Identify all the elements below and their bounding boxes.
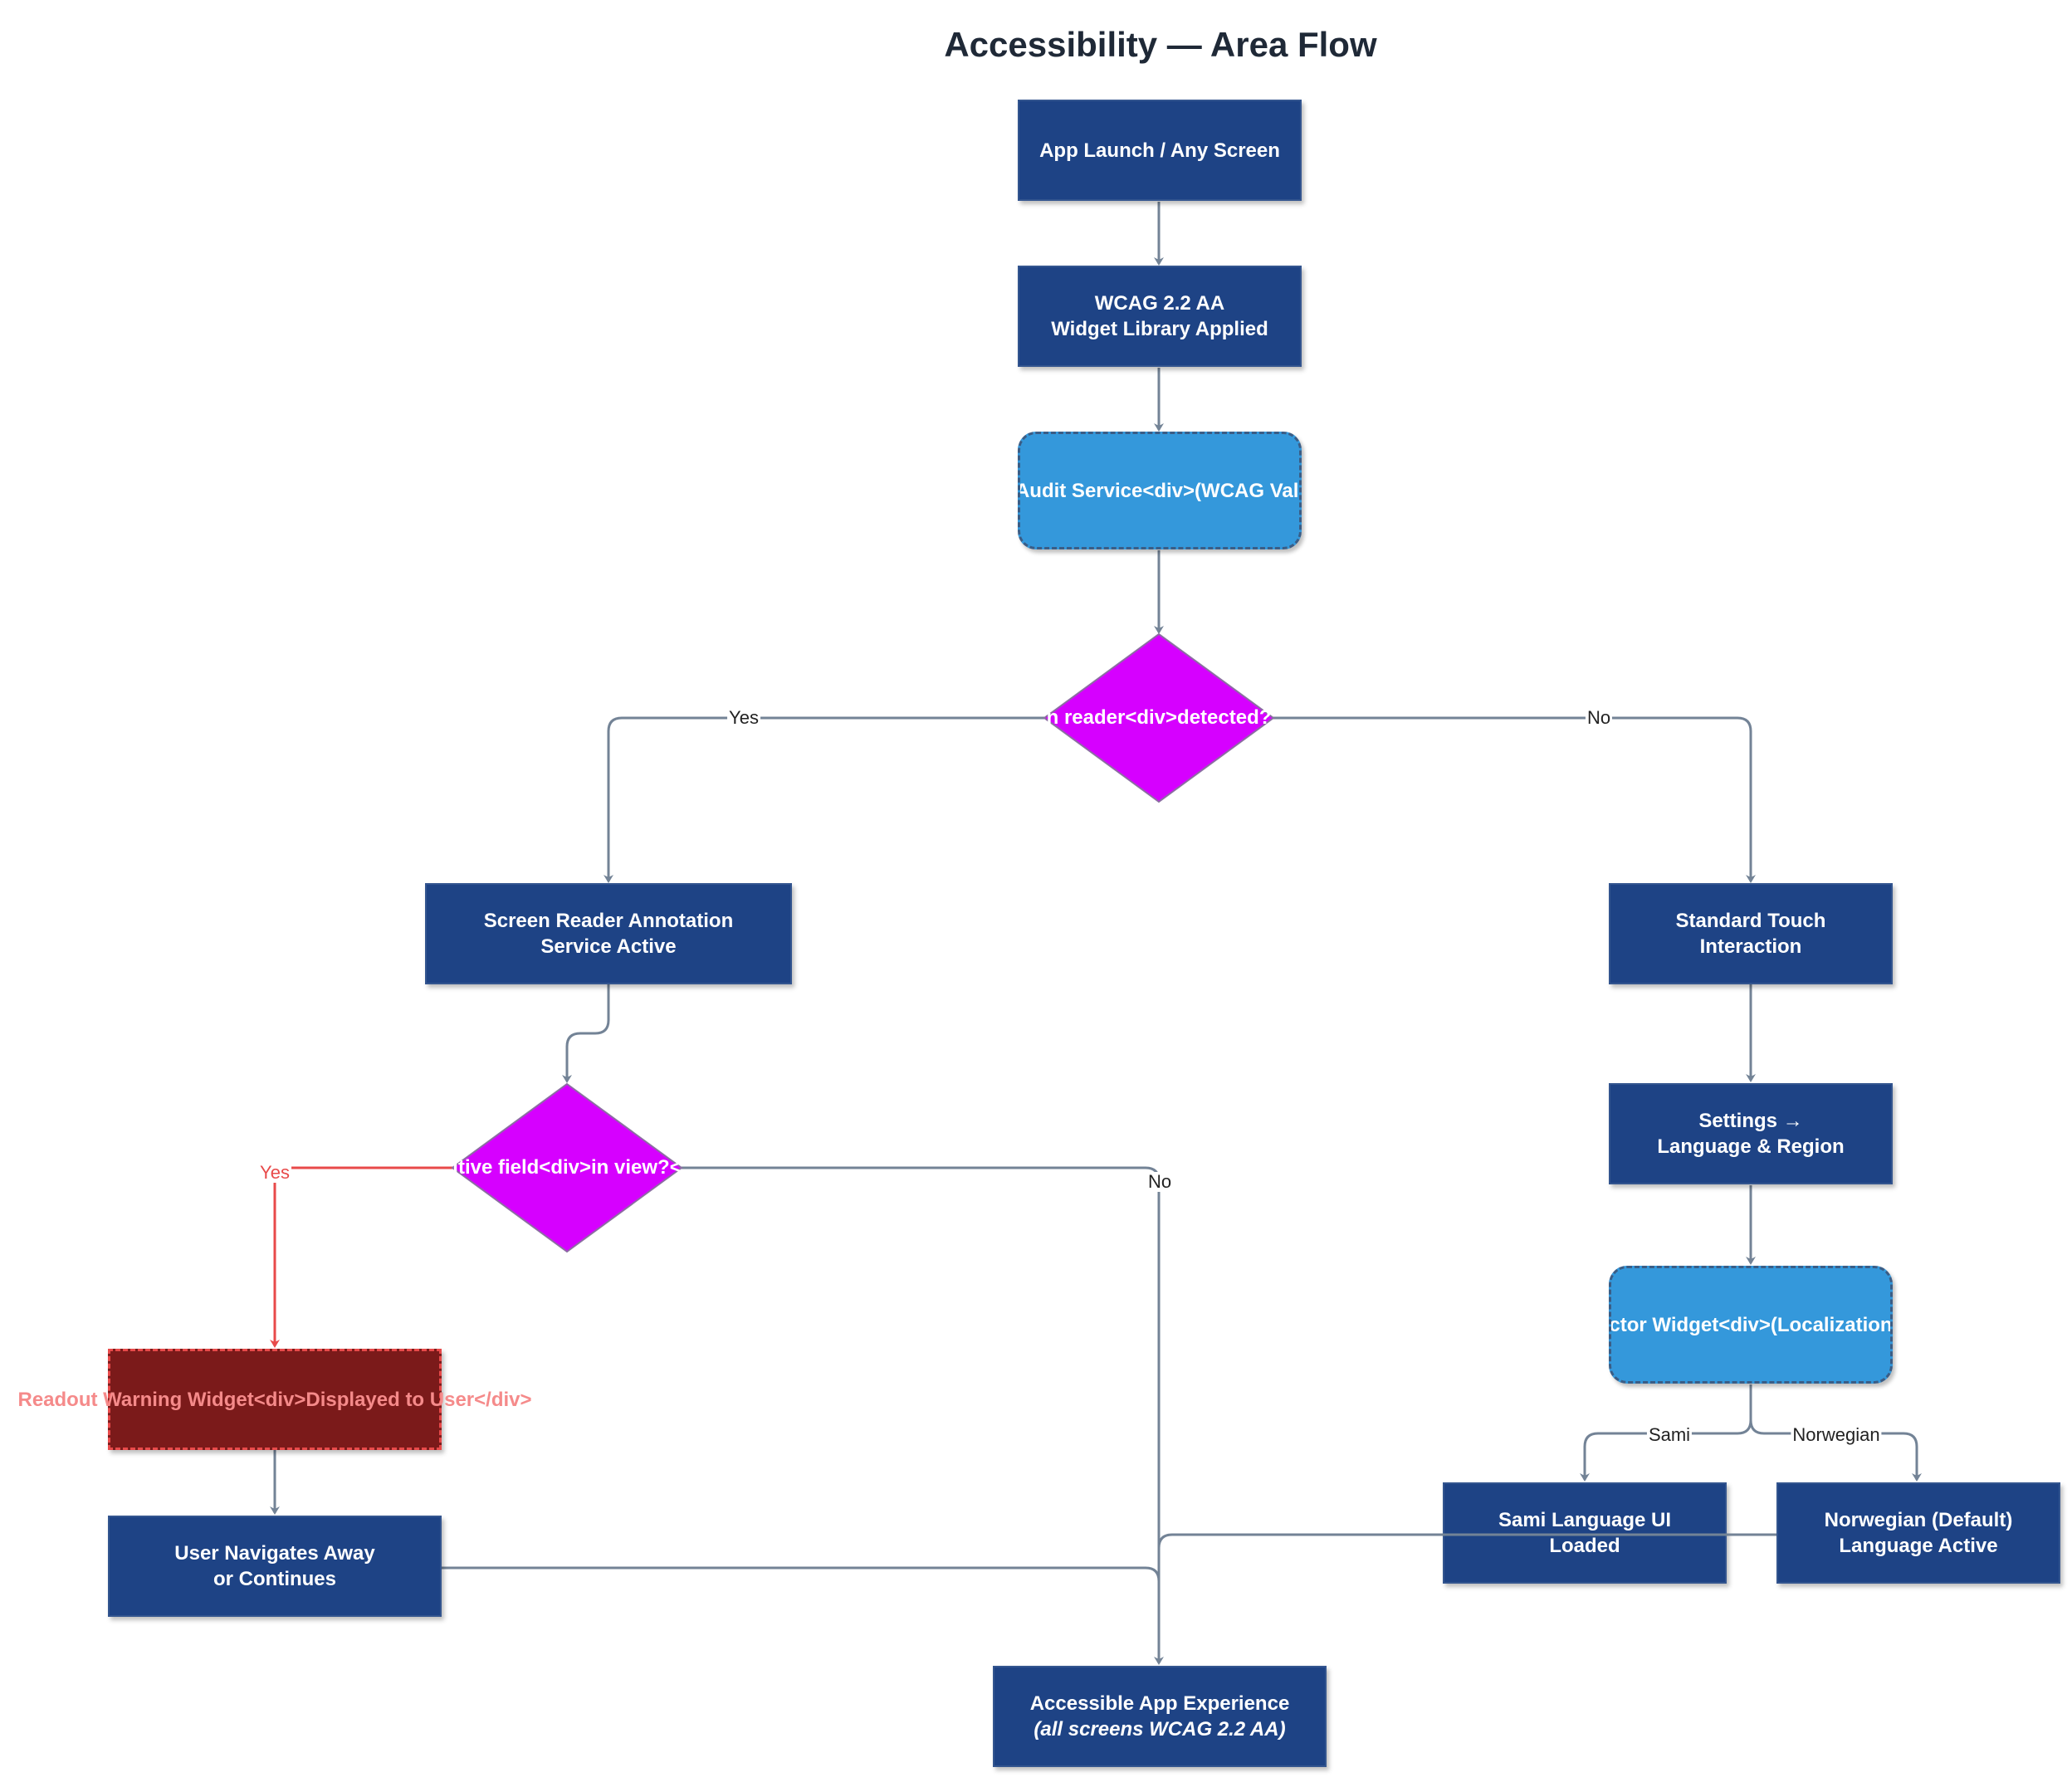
node-settings-language[interactable]: Settings → Language & Region xyxy=(1609,1083,1893,1184)
node-norwegian-default[interactable]: Norwegian (Default) Language Active xyxy=(1776,1482,2060,1584)
edge-navigate-to-accessible xyxy=(442,1566,1161,1663)
edge-decision-no xyxy=(1273,716,1756,883)
node-sami-ui[interactable]: Sami Language UI Loaded xyxy=(1443,1482,1727,1584)
edge-sensitive-yes xyxy=(270,1166,453,1348)
node-screen-reader-annotation[interactable]: Screen Reader Annotation Service Active xyxy=(425,883,792,984)
node-standard-touch[interactable]: Standard Touch Interaction xyxy=(1609,883,1893,984)
selector-widget-label: ctor Widget<div>(Localization xyxy=(1609,1313,1893,1336)
sensitive-field-decision-label: itive field<div>in view?< xyxy=(452,1156,682,1179)
edge-label-norwegian: Norwegian xyxy=(1791,1424,1882,1445)
accessible-experience-line1: Accessible App Experience xyxy=(1029,1692,1290,1715)
edge-label-sami: Sami xyxy=(1646,1424,1693,1445)
edge-label-no-mid: No xyxy=(1146,1171,1174,1192)
node-audit-service[interactable]: Audit Service<div>(WCAG Vali xyxy=(1018,432,1302,549)
edge-label-no-top: No xyxy=(1585,707,1613,728)
node-app-launch[interactable]: App Launch / Any Screen xyxy=(1018,100,1302,201)
audit-service-label: Audit Service<div>(WCAG Vali xyxy=(1018,479,1302,502)
readout-warning-label: Readout Warning Widget<div>Displayed to … xyxy=(17,1388,532,1411)
sensitive-field-decision-diamond xyxy=(451,1082,683,1253)
accessible-experience-line2: (all screens WCAG 2.2 AA) xyxy=(1034,1718,1286,1741)
edge-annotation-to-sensitive xyxy=(562,984,610,1083)
node-wcag-library[interactable]: WCAG 2.2 AA Widget Library Applied xyxy=(1018,266,1302,367)
edge-label-yes-top: Yes xyxy=(727,707,760,728)
node-accessible-experience[interactable]: Accessible App Experience (all screens W… xyxy=(993,1666,1327,1767)
node-selector-widget[interactable]: ctor Widget<div>(Localization xyxy=(1609,1266,1893,1384)
node-readout-warning[interactable]: Readout Warning Widget<div>Displayed to … xyxy=(17,1349,532,1450)
screen-reader-decision-diamond xyxy=(1043,632,1275,803)
page-title: Accessibility — Area Flow xyxy=(944,25,1377,64)
node-user-navigates[interactable]: User Navigates Away or Continues xyxy=(108,1516,442,1617)
edge-decision-yes xyxy=(604,716,1044,883)
screen-reader-decision-label: n reader<div>detected? xyxy=(1046,706,1272,729)
edge-label-yes-left: Yes xyxy=(258,1162,291,1183)
edge-sensitive-no xyxy=(682,1166,1164,1665)
edge-norwegian-to-accessible xyxy=(1157,1533,1776,1663)
